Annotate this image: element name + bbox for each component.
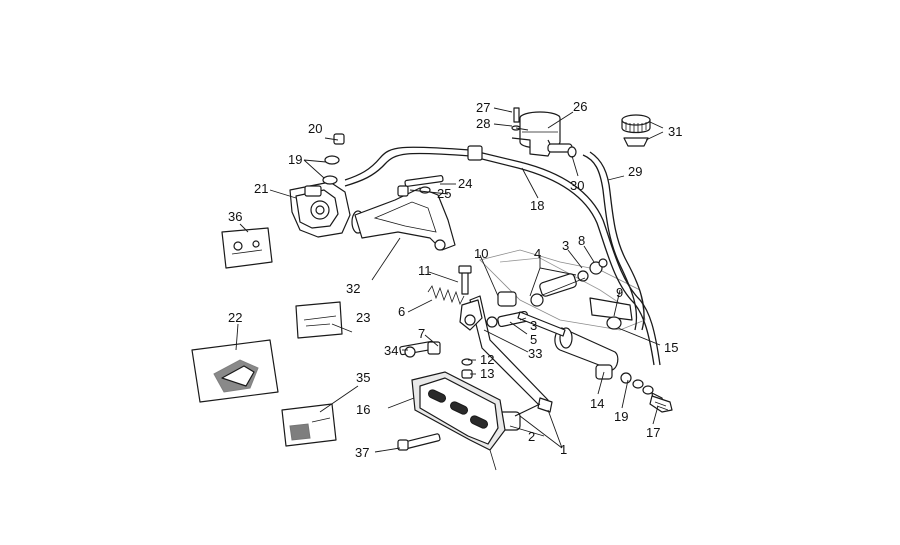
callout-11: 11 xyxy=(418,263,432,278)
callout-17: 17 xyxy=(646,425,660,440)
callout-23: 23 xyxy=(356,310,370,325)
brake-fluid-reservoir xyxy=(511,111,577,158)
callout-9: 9 xyxy=(616,285,623,300)
callout-1: 1 xyxy=(560,442,567,457)
brake-light-switch xyxy=(649,395,673,413)
callout-24: 24 xyxy=(458,176,472,191)
pedal-fixing-bolts xyxy=(399,340,473,379)
callout-19-top: 19 xyxy=(288,152,302,167)
callout-4: 4 xyxy=(534,246,541,261)
callout-25: 25 xyxy=(437,186,451,201)
callout-18: 18 xyxy=(530,198,544,213)
callout-3-bottom: 3 xyxy=(530,318,537,333)
callout-7: 7 xyxy=(418,326,425,341)
kit-35 xyxy=(281,403,337,447)
callout-36: 36 xyxy=(228,209,242,224)
callout-32: 32 xyxy=(346,281,360,296)
callout-30: 30 xyxy=(570,178,584,193)
callout-33: 33 xyxy=(528,346,542,361)
pushrod-assembly xyxy=(486,258,622,337)
callout-2: 2 xyxy=(528,429,535,444)
brake-pad-kit-22 xyxy=(191,339,279,403)
callout-16: 16 xyxy=(356,402,370,417)
return-spring xyxy=(427,285,465,306)
callout-27: 27 xyxy=(476,100,490,115)
callout-3-top: 3 xyxy=(562,238,569,253)
brake-hose-29 xyxy=(582,151,645,331)
callout-15: 15 xyxy=(664,340,678,355)
callout-26: 26 xyxy=(573,99,587,114)
callout-5: 5 xyxy=(530,332,537,347)
callout-22: 22 xyxy=(228,310,242,325)
callout-21: 21 xyxy=(254,181,268,196)
callout-10: 10 xyxy=(474,246,488,261)
callout-numbers: 20 19 21 36 24 25 32 27 28 26 30 18 29 3… xyxy=(228,99,682,460)
callout-20: 20 xyxy=(308,121,322,136)
callout-14: 14 xyxy=(590,396,604,411)
leader-lines xyxy=(235,107,664,453)
callout-35: 35 xyxy=(356,370,370,385)
callout-31: 31 xyxy=(668,124,682,139)
footrest-bolt xyxy=(397,433,441,451)
reservoir-cap xyxy=(621,114,651,147)
callout-29: 29 xyxy=(628,164,642,179)
footrest-plate xyxy=(411,371,506,471)
reservoir-screw-27-28 xyxy=(511,107,521,131)
callout-19-bottom: 19 xyxy=(614,409,628,424)
callout-34: 34 xyxy=(384,343,398,358)
caliper-bracket xyxy=(354,187,456,251)
kit-23 xyxy=(295,301,343,339)
callout-13: 13 xyxy=(480,366,494,381)
callout-28: 28 xyxy=(476,116,490,131)
pedal-pivot-bolt xyxy=(458,265,472,295)
caliper-bleed-screw xyxy=(322,133,345,185)
kit-36 xyxy=(221,227,273,269)
callout-12: 12 xyxy=(480,352,494,367)
callout-8: 8 xyxy=(578,233,585,248)
callout-6: 6 xyxy=(398,304,405,319)
brake-caliper xyxy=(289,181,365,238)
callout-37: 37 xyxy=(355,445,369,460)
